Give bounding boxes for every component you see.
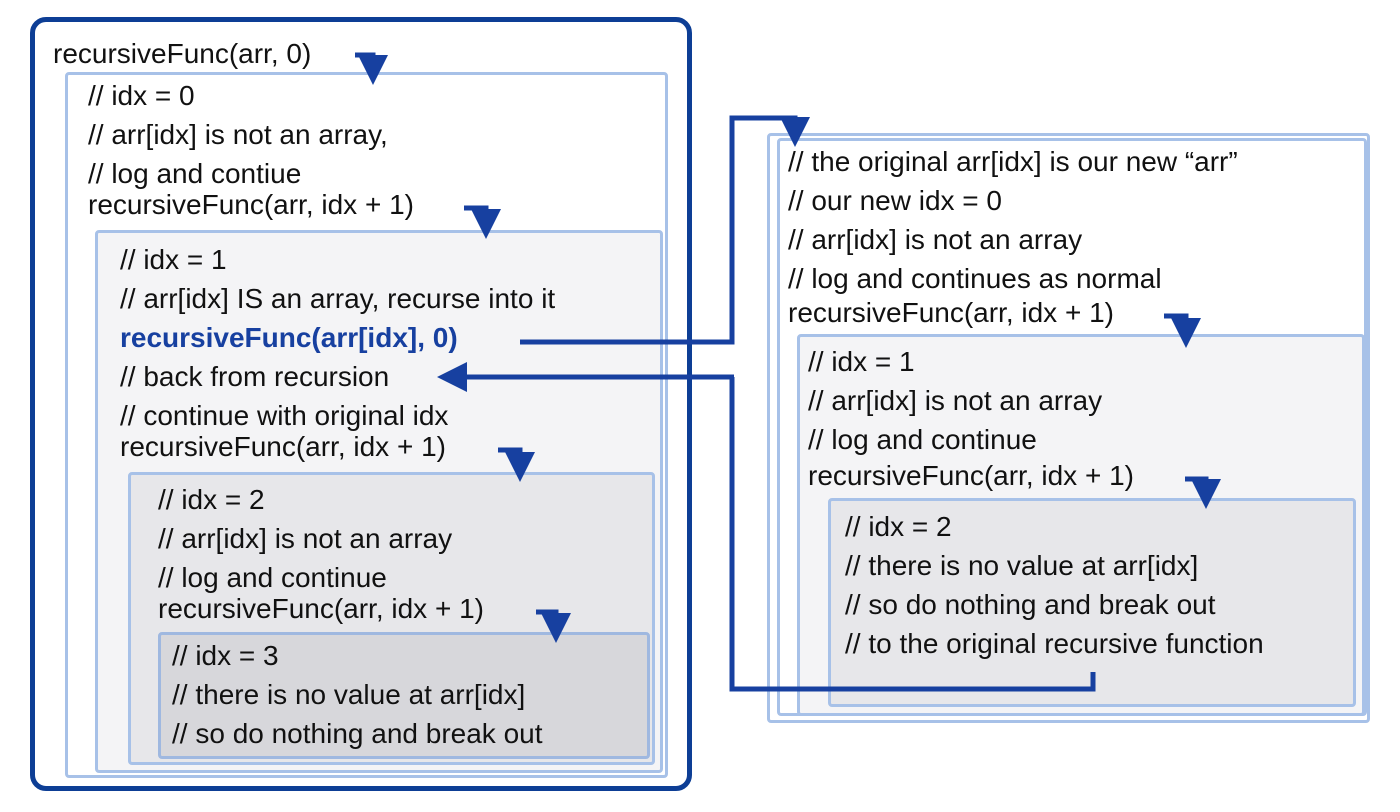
r0-line-1: // the original arr[idx] is our new “arr… (788, 146, 1238, 177)
step-arrow-r0-call (1164, 313, 1201, 348)
l0-line-2: // arr[idx] is not an array, (88, 119, 388, 150)
l1-back-line-1: // back from recursion (120, 361, 390, 392)
l1-recurse-call: recursiveFunc(arr[idx], 0) (120, 322, 458, 353)
l2-line-3: // log and continue (158, 562, 387, 593)
recurse-into-arrow (520, 115, 810, 345)
top-call: recursiveFunc(arr, 0) (53, 38, 312, 69)
l1-call: recursiveFunc(arr, idx + 1) (120, 431, 446, 462)
r2-line-3: // so do nothing and break out (845, 589, 1216, 620)
step-arrow-l0-call (464, 205, 501, 239)
l0-line-1: // idx = 0 (88, 80, 195, 111)
l1-back-line-2: // continue with original idx (120, 400, 449, 431)
l0-line-3: // log and contiue (88, 158, 302, 189)
level3-box (158, 632, 650, 759)
l1-line-1: // idx = 1 (120, 244, 227, 275)
r2-line-4: // to the original recursive function (845, 628, 1264, 659)
l3-line-2: // there is no value at arr[idx] (172, 679, 526, 710)
l0-call: recursiveFunc(arr, idx + 1) (88, 189, 414, 220)
r0-call: recursiveFunc(arr, idx + 1) (788, 297, 1114, 328)
l2-call: recursiveFunc(arr, idx + 1) (158, 593, 484, 624)
r2-line-2: // there is no value at arr[idx] (845, 550, 1199, 581)
l3-line-3: // so do nothing and break out (172, 718, 543, 749)
l1-line-2: // arr[idx] IS an array, recurse into it (120, 283, 556, 314)
l3-line-1: // idx = 3 (172, 640, 279, 671)
r0-line-4: // log and continues as normal (788, 263, 1162, 294)
r1-call: recursiveFunc(arr, idx + 1) (808, 460, 1134, 491)
r2-line-1: // idx = 2 (845, 511, 952, 542)
step-arrow-l1-call (498, 447, 535, 482)
return-arrow-lower (729, 377, 1096, 692)
step-arrow-l2-call (536, 609, 571, 643)
step-arrow-top-call (355, 52, 388, 85)
l2-line-2: // arr[idx] is not an array (158, 523, 453, 554)
r0-line-2: // our new idx = 0 (788, 185, 1003, 216)
l2-line-1: // idx = 2 (158, 484, 265, 515)
r1-line-1: // idx = 1 (808, 346, 915, 377)
step-arrow-r1-call (1185, 476, 1221, 509)
r1-line-3: // log and continue (808, 424, 1037, 455)
r0-line-3: // arr[idx] is not an array (788, 224, 1083, 255)
r1-line-2: // arr[idx] is not an array (808, 385, 1103, 416)
